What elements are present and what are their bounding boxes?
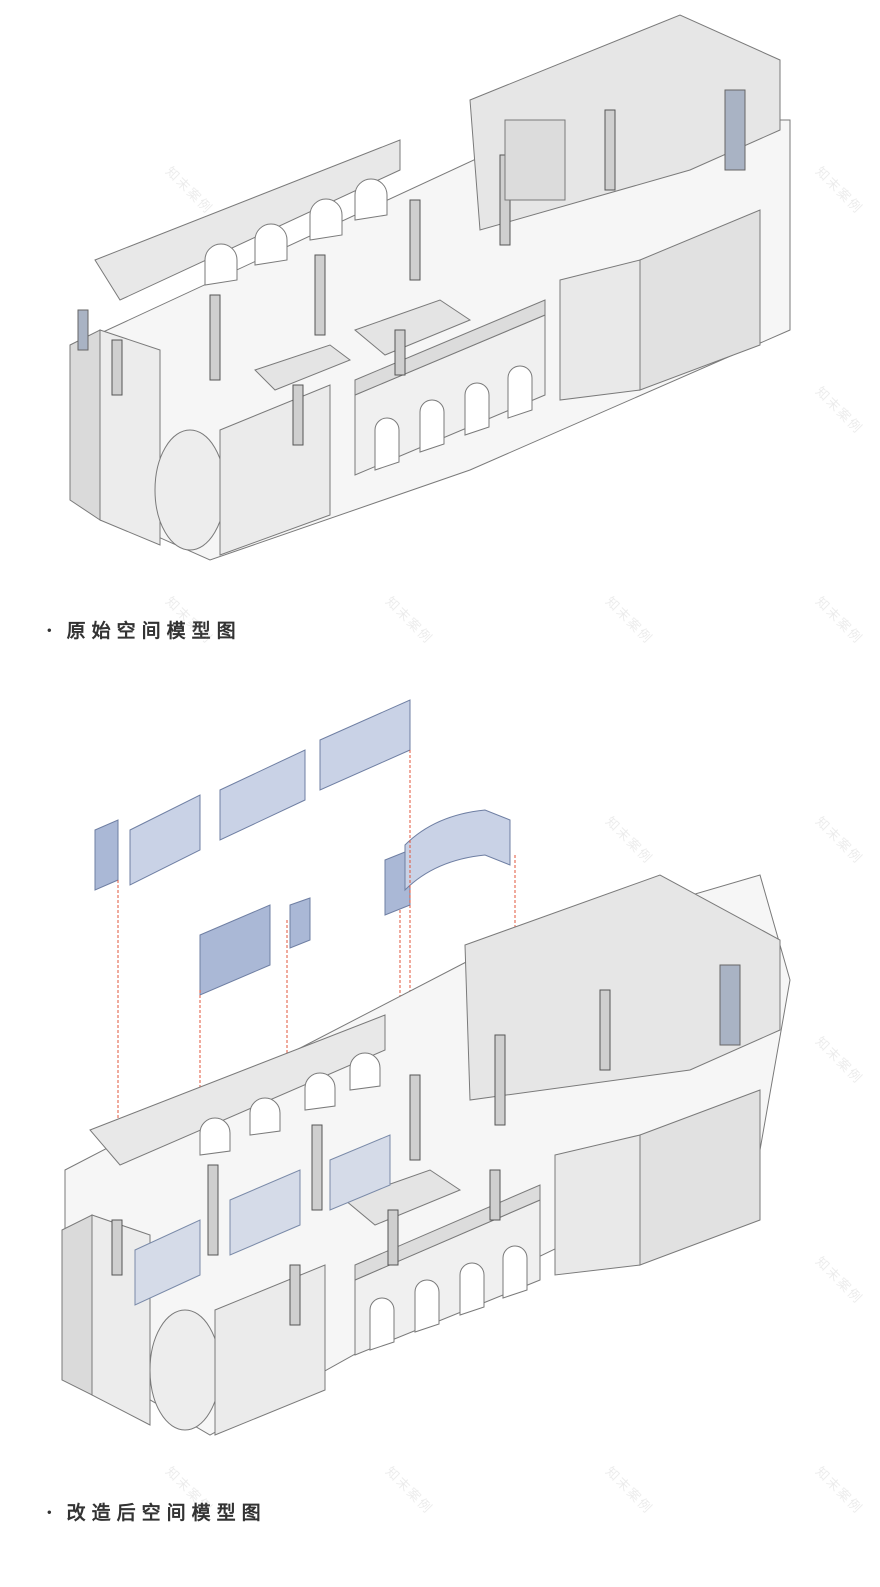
arch-3 [459,1262,485,1316]
lattice-panel [504,119,566,201]
arch-1 [369,1297,395,1351]
back-wall-right [464,874,781,1101]
stair-tower [149,1309,221,1431]
watermark: 知末案例 [602,594,656,648]
bookshelf-piece [319,699,411,791]
blue-window [77,309,89,351]
arch-2 [414,1279,440,1333]
left-front-block [99,329,161,546]
column [314,254,326,336]
window-arch-2 [249,1097,281,1136]
right-end [639,209,761,391]
arch-2 [419,399,445,453]
right-block [554,1134,641,1276]
right-end [639,1089,761,1266]
column [292,384,304,446]
arch-4 [502,1245,528,1299]
window-arch-3 [309,198,343,241]
column [409,1074,421,1161]
column [394,329,406,376]
installed-bookshelf [229,1169,301,1256]
column [599,989,611,1071]
watermark: 知末案例 [812,594,866,648]
blue-window [719,964,741,1046]
watermark: 知末案例 [382,594,436,648]
column [311,1124,323,1211]
original-model-drawing [69,14,791,561]
partition-piece [199,904,271,996]
arch-1 [374,417,400,471]
column [489,1169,501,1221]
arch-3 [464,382,490,436]
bookshelf-piece [129,794,201,886]
caption-bullet: · [46,620,59,642]
window-arch-1 [199,1117,231,1156]
left-end-wall [69,329,101,521]
column [387,1209,399,1266]
left-end-wall [61,1214,93,1396]
stair-tower [154,429,226,551]
window-arch-4 [354,178,388,221]
column [207,1164,219,1256]
cabinet-piece [289,897,311,949]
column [604,109,616,191]
window-arch-4 [349,1052,381,1091]
back-wall [94,139,401,301]
caption-renovated-text: 改造后空间模型图 [66,1502,267,1524]
caption-bullet: · [46,1502,59,1524]
caption-renovated: · 改造后空间模型图 [46,1498,267,1525]
center-room [354,299,472,356]
caption-original-text: 原始空间模型图 [66,620,242,642]
arch-4 [507,365,533,419]
cabinet-piece [94,819,119,891]
column [111,1219,123,1276]
blue-window [724,89,746,171]
original-space-model [0,0,880,590]
right-block [559,259,641,401]
window-arch-2 [254,223,288,266]
installed-bookshelf [134,1219,201,1306]
window-arch-1 [204,243,238,286]
reception-desk-curve [404,809,511,892]
installed-bookshelf [329,1134,391,1211]
center-room [344,1169,462,1226]
renovated-space-model [0,690,880,1490]
bookshelf-piece [219,749,306,841]
renovated-model-drawing [61,699,791,1436]
back-wall [89,1014,386,1166]
center-room-2 [254,344,352,391]
column [209,294,221,381]
caption-original: · 原始空间模型图 [46,616,242,643]
column [289,1264,301,1326]
column [409,199,421,281]
column [494,1034,506,1126]
column [111,339,123,396]
window-arch-3 [304,1072,336,1111]
